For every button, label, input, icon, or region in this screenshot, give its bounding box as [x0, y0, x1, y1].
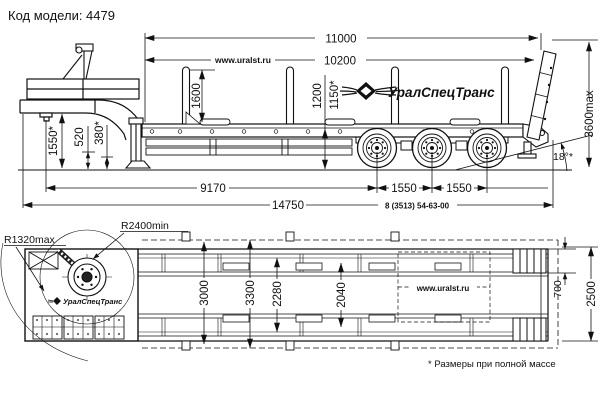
rear-swing-arc — [0, 242, 89, 362]
dim-overall-length-label: 11000 — [325, 34, 356, 46]
front-swing-radius-label: R1320max — [4, 234, 56, 246]
dim-width-over-pockets-label: 3000 — [199, 280, 211, 306]
side-view-dimension-lines — [22, 33, 598, 208]
gooseneck-bulkhead — [26, 78, 140, 100]
rear-ramps-plan — [512, 248, 547, 342]
wheel-2 — [411, 127, 453, 169]
rear-swing-radius-label: R2400min — [121, 220, 169, 232]
dim-platform-length-label: 10200 — [324, 56, 356, 68]
ramp-angle-arc — [560, 142, 568, 172]
dim-deck-height-laden-label: 1150* — [329, 80, 341, 110]
gooseneck-plan — [24, 247, 139, 342]
dim-ramp-width-label: 700 — [552, 280, 564, 298]
brand-wing-icon-small — [47, 297, 61, 305]
toolboxes-plan — [32, 315, 125, 340]
dim-axle-spacing-2-label: 1550 — [446, 183, 472, 195]
dim-overall-width-label: 3300 — [245, 280, 257, 306]
dim-axle-spacing-1-label: 1550 — [391, 183, 417, 195]
dim-clearance-low-label: 380* — [94, 121, 106, 145]
dim-fifth-wheel-height-label: 1550* — [48, 125, 60, 156]
brand-wing-icon — [339, 82, 399, 100]
stowed-side-rails — [145, 138, 353, 156]
front-swing-arc — [39, 229, 135, 325]
dim-stake-height-label: 1600 — [191, 83, 203, 109]
dim-overall-height-label: 3600max — [584, 90, 596, 138]
brand-logo-side — [339, 82, 399, 100]
plan-view-drawing — [0, 229, 598, 362]
labels: Код модели: 4479 11000 10200 www.uralst.… — [4, 8, 598, 370]
log-stakes — [181, 66, 510, 129]
ramp-angle-label: 18°* — [553, 151, 573, 163]
model-code-label: Код модели: 4479 — [8, 8, 115, 23]
brand-name-plan: УралСпецТранс — [63, 297, 123, 306]
kingpin-plate-plan — [62, 254, 112, 300]
dim-overall-trailer-length-label: 14750 — [272, 200, 304, 212]
dim-inner-width-front-label: 2280 — [272, 281, 284, 307]
brand-name-side: УралСпецТранс — [388, 85, 495, 100]
ramp-angle-line — [454, 134, 593, 171]
footnote-label: * Размеры при полной массе — [428, 359, 556, 370]
website-label-side: www.uralst.ru — [214, 55, 271, 65]
side-view-drawing — [18, 33, 598, 208]
phone-label: 8 (3513) 54-63-00 — [385, 202, 450, 211]
clearance-outline-dashed — [142, 239, 559, 349]
website-label-plan: www.uralst.ru — [416, 284, 470, 293]
landing-gear — [124, 117, 152, 169]
rear-ramp-assembly — [517, 50, 557, 159]
dim-deck-height-label: 1200 — [312, 83, 324, 109]
label-masks — [197, 31, 597, 310]
gooseneck-mast — [62, 43, 94, 80]
dim-inner-width-rear-label: 2040 — [336, 282, 348, 308]
stake-pockets-plan — [181, 231, 400, 351]
main-deck — [141, 111, 524, 138]
dim-clearance-mid-label: 520 — [74, 127, 86, 146]
dim-kingpin-to-axle-label: 9170 — [200, 183, 226, 195]
dim-frame-width-label: 2500 — [586, 281, 598, 307]
